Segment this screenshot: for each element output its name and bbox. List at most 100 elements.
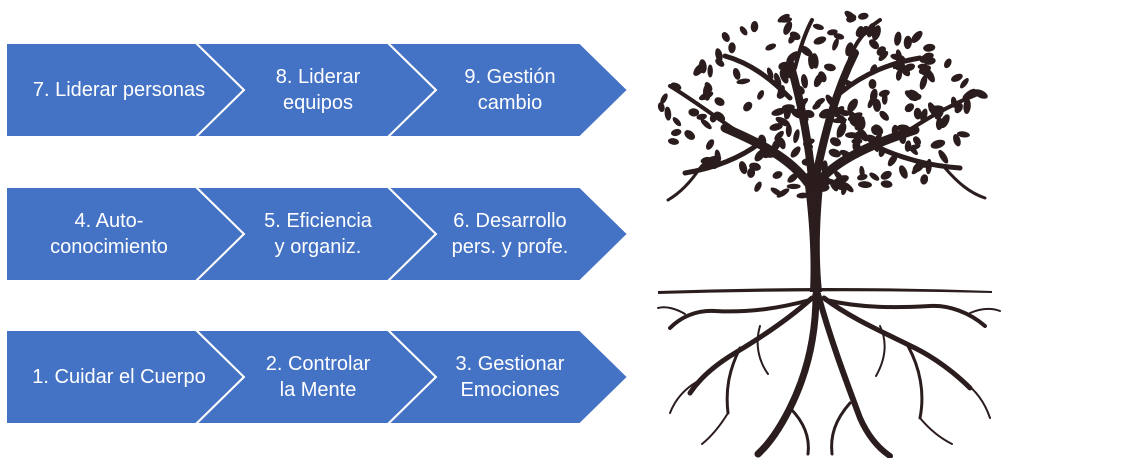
leaf <box>871 25 881 41</box>
leaf <box>836 114 847 125</box>
leaf <box>797 97 809 109</box>
leaf <box>776 89 786 99</box>
chevron-label-3: 3. Gestionar Emociones <box>428 330 592 424</box>
chevron-label-4-text: 4. Auto- conocimiento <box>50 210 168 258</box>
leaf <box>919 53 934 63</box>
leaf <box>930 139 946 149</box>
leaf <box>861 25 870 36</box>
chevron-label-2: 2. Controlar la Mente <box>236 330 400 424</box>
leaf <box>769 123 783 131</box>
leaf <box>920 108 928 122</box>
leaf <box>911 30 923 43</box>
leaf <box>868 79 877 89</box>
leaf <box>793 129 800 144</box>
leaf <box>857 128 869 142</box>
leaf <box>688 108 700 117</box>
leaf <box>808 53 815 70</box>
leaf <box>911 165 922 175</box>
leaf <box>869 172 880 181</box>
tree-illustration <box>657 10 1001 458</box>
leaf <box>747 167 756 178</box>
leaf <box>951 73 963 82</box>
leaf <box>812 101 822 110</box>
leaf <box>799 45 813 57</box>
leaf <box>847 98 858 113</box>
leaf <box>839 149 852 158</box>
leaf <box>845 42 854 57</box>
leaf <box>892 58 902 70</box>
leaf <box>878 50 889 62</box>
leaf <box>868 39 880 50</box>
leaf <box>876 46 887 56</box>
leaf <box>765 43 777 51</box>
leaf <box>699 161 714 171</box>
leaf <box>904 103 915 113</box>
leaf <box>702 85 711 101</box>
leaf <box>858 12 869 20</box>
leaf <box>766 67 774 80</box>
tree-trunk <box>804 176 824 292</box>
chevron-row-bottom <box>5 329 630 425</box>
leaf <box>779 16 793 23</box>
leaf <box>896 124 910 132</box>
leaf <box>796 85 805 95</box>
leaf <box>856 173 868 181</box>
leaf <box>832 38 839 51</box>
chevron-label-6: 6. Desarrollo pers. y profe. <box>428 187 592 281</box>
leaf <box>672 117 682 127</box>
leaf <box>923 43 936 52</box>
leaf <box>943 58 952 69</box>
leaf <box>880 170 892 180</box>
leaf <box>847 112 863 122</box>
leaf <box>707 64 713 78</box>
leaf <box>920 174 929 185</box>
leaf <box>823 63 836 72</box>
chevron-row-middle <box>5 186 630 282</box>
chevron-label-8: 8. Liderar equipos <box>236 43 400 137</box>
leaf <box>813 36 827 45</box>
leaf <box>895 69 903 81</box>
leaf <box>670 82 682 91</box>
chevron-label-6-text: 6. Desarrollo pers. y profe. <box>451 210 569 258</box>
leaf <box>774 72 782 89</box>
leaf <box>715 58 725 67</box>
leaf <box>846 14 857 23</box>
leaf <box>787 172 799 183</box>
leaf <box>802 141 814 150</box>
process-chevrons <box>5 42 630 425</box>
leaf <box>732 67 741 80</box>
chevron-9 <box>385 42 630 138</box>
leaf <box>714 97 725 106</box>
chevron-label-4: 4. Auto- conocimiento <box>6 187 212 281</box>
leaf <box>771 107 787 116</box>
leaf <box>891 124 899 136</box>
leaf <box>800 74 809 89</box>
leaf <box>757 90 765 100</box>
leaf <box>684 130 696 140</box>
leaf <box>825 94 836 108</box>
chevron-row-top <box>5 42 630 138</box>
leaf <box>927 102 938 117</box>
leaf <box>796 192 810 199</box>
leaf <box>898 131 907 144</box>
leaf <box>819 108 831 119</box>
leaf <box>878 146 886 158</box>
leaf <box>790 146 801 158</box>
leaf <box>660 93 668 105</box>
leaf <box>710 158 721 169</box>
leaf <box>803 109 815 118</box>
leaf <box>700 118 712 130</box>
chevron-label-5-text: 5. Eficiencia y organiz. <box>264 210 372 258</box>
leaf <box>821 168 832 176</box>
leaf <box>818 184 830 192</box>
chevron-label-9: 9. Gestión cambio <box>428 43 592 137</box>
leaf <box>776 188 790 198</box>
leaf <box>813 73 823 88</box>
leaf <box>894 31 902 46</box>
leaf <box>714 111 726 123</box>
leaf <box>829 178 839 192</box>
leaf <box>667 138 680 145</box>
chevron-label-1: 1. Cuidar el Cuerpo <box>6 330 232 424</box>
leaf <box>880 180 893 188</box>
leaf <box>913 107 922 120</box>
